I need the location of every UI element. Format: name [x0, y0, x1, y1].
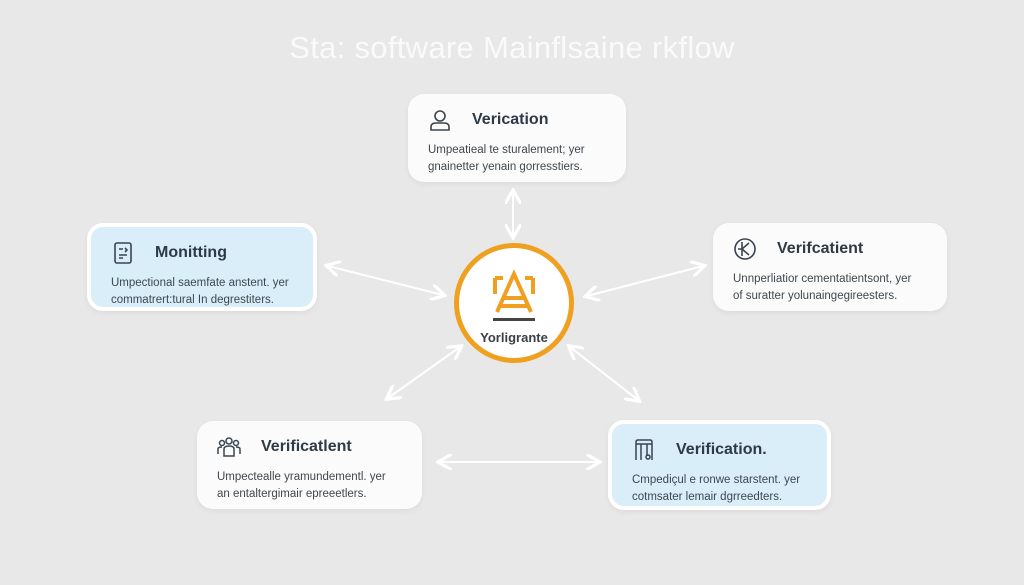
card-verication[interactable]: Verication Umpeatieal te sturalement; ye…	[408, 94, 626, 182]
card-title: Verification.	[676, 441, 767, 458]
card-title: Verication	[472, 111, 549, 128]
arrow-bottom-left	[388, 347, 460, 398]
users-icon	[217, 437, 241, 457]
arrow-bottom-right	[570, 347, 638, 400]
card-verification[interactable]: Verification. Cmpediçul e ronwe starsten…	[608, 420, 831, 510]
card-title: Verifcatient	[777, 240, 864, 257]
arrow-left	[328, 266, 443, 295]
card-title: Monitting	[155, 244, 227, 261]
central-hub[interactable]: Yorligrante	[454, 243, 574, 363]
hub-label: Yorligrante	[480, 330, 548, 345]
user-icon	[430, 110, 450, 131]
card-verificatlent[interactable]: Verificatlent Umpectealle yramundementl.…	[197, 421, 422, 509]
arrow-right	[587, 266, 703, 296]
document-icon	[114, 242, 132, 264]
card-verifcatient[interactable]: Verifcatient Unnperliatior cementatients…	[713, 223, 947, 311]
compass-icon	[734, 238, 756, 260]
building-a-icon	[493, 269, 535, 321]
card-monitting[interactable]: Monitting Umpectional saemfate anstent. …	[87, 223, 317, 311]
server-icon	[635, 439, 653, 460]
diagram-title: Sta: software Mainflsaine rkflow	[289, 30, 735, 65]
card-title: Verificatlent	[261, 438, 352, 455]
